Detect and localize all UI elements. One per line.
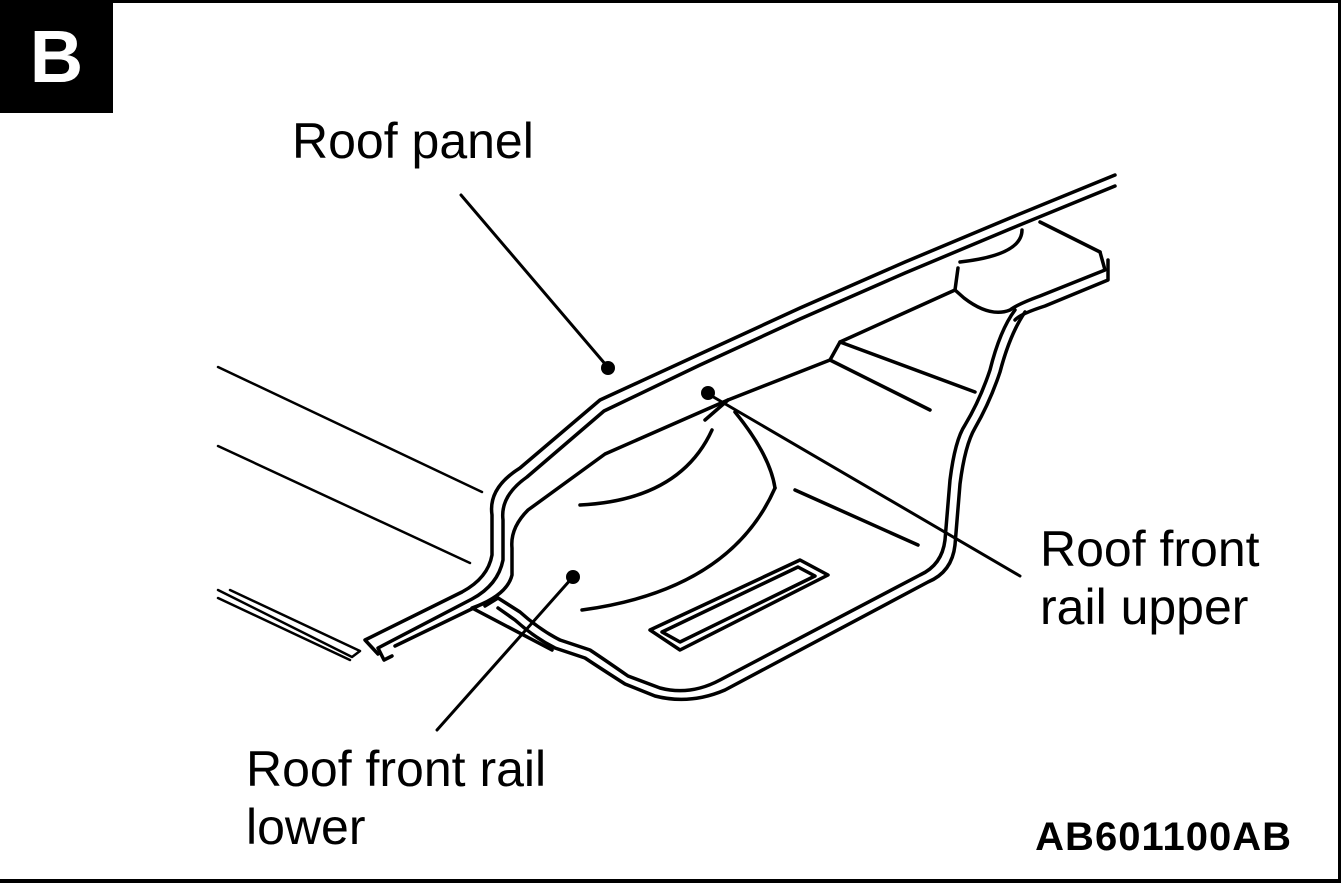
view-letter-badge: B <box>0 0 113 113</box>
label-roof-front-rail-upper: Roof front rail upper <box>1040 520 1260 636</box>
leader-roof-panel <box>459 193 615 375</box>
leader-rail-lower <box>435 570 580 732</box>
roof-panel-edge <box>363 173 1117 662</box>
leader-rail-upper <box>701 386 1022 578</box>
roof-front-rail-lower-shape <box>470 308 1027 702</box>
figure-code: AB601100AB <box>1035 815 1292 859</box>
label-roof-front-rail-lower-line1: Roof front rail <box>246 741 547 797</box>
label-roof-front-rail-upper-line2: rail upper <box>1040 579 1249 635</box>
label-roof-front-rail-upper-line1: Roof front <box>1040 521 1260 577</box>
label-roof-front-rail-lower: Roof front rail lower <box>246 740 546 856</box>
label-roof-panel: Roof panel <box>292 113 534 169</box>
roof-panel-shape <box>216 365 484 662</box>
label-roof-front-rail-lower-line2: lower <box>246 799 366 855</box>
